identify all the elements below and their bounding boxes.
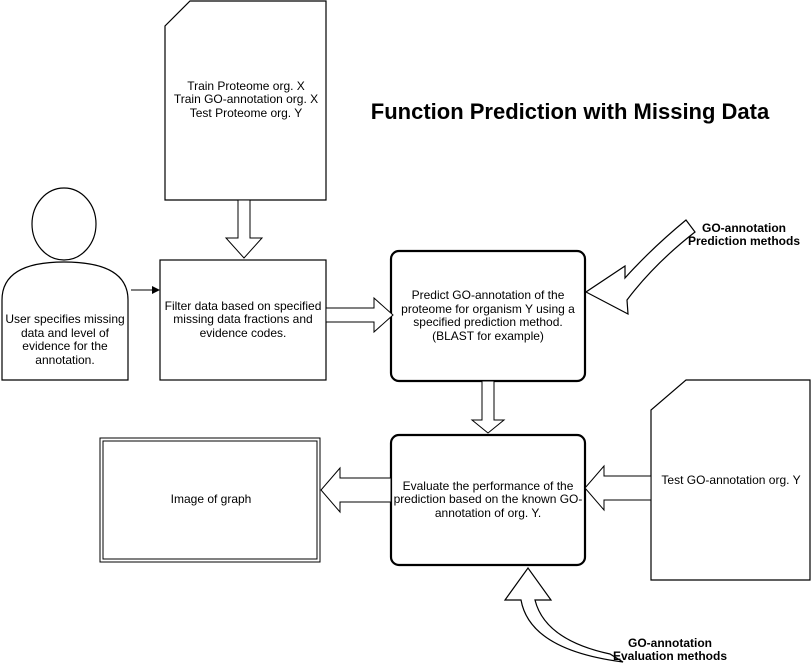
arrow-test-to-evaluate (584, 464, 652, 512)
user-head (31, 187, 97, 261)
graph-box-inner (102, 440, 318, 560)
input-document-line2: Train GO-annotation org. X (173, 92, 319, 107)
test-document-shape (650, 379, 811, 581)
curved-arrow-prediction-methods (584, 219, 696, 316)
filter-box (159, 259, 327, 381)
test-document-label: Test GO-annotation org. Y (661, 473, 801, 488)
arrow-filter-to-predict (325, 296, 394, 334)
prediction-methods-line1: GO-annotation (702, 220, 786, 235)
arrow-document-to-filter (224, 199, 264, 259)
arrow-user-to-filter (131, 286, 160, 294)
input-document-line3: Test Proteome org. Y (189, 105, 303, 120)
evaluation-methods-line1: GO-annotation (628, 635, 712, 650)
input-document-label: Train Proteome org. X Train GO-annotatio… (166, 76, 326, 124)
prediction-methods-label: GO-annotation Prediction methods (680, 220, 808, 250)
user-label: User specifies missing data and level of… (5, 312, 125, 367)
diagram-title: Function Prediction with Missing Data (370, 99, 770, 124)
input-document-line1: Train Proteome org. X (187, 78, 305, 93)
evaluate-label: Evaluate the performance of the predicti… (393, 478, 583, 520)
predict-label: Predict GO-annotation of the proteome fo… (401, 288, 575, 343)
curved-arrow-evaluation-methods (503, 566, 624, 663)
graph-box-outer (99, 437, 321, 563)
filter-label: Filter data based on specified missing d… (164, 298, 322, 340)
prediction-methods-line2: Prediction methods (687, 234, 800, 248)
arrow-evaluate-to-graph (320, 466, 392, 514)
graph-label: Image of graph (170, 492, 252, 507)
user-body (1, 261, 129, 381)
evaluation-methods-label: GO-annotation Evaluation methods (605, 635, 735, 665)
arrow-predict-to-evaluate (470, 380, 506, 434)
evaluation-methods-line2: Evaluation methods (612, 649, 728, 663)
